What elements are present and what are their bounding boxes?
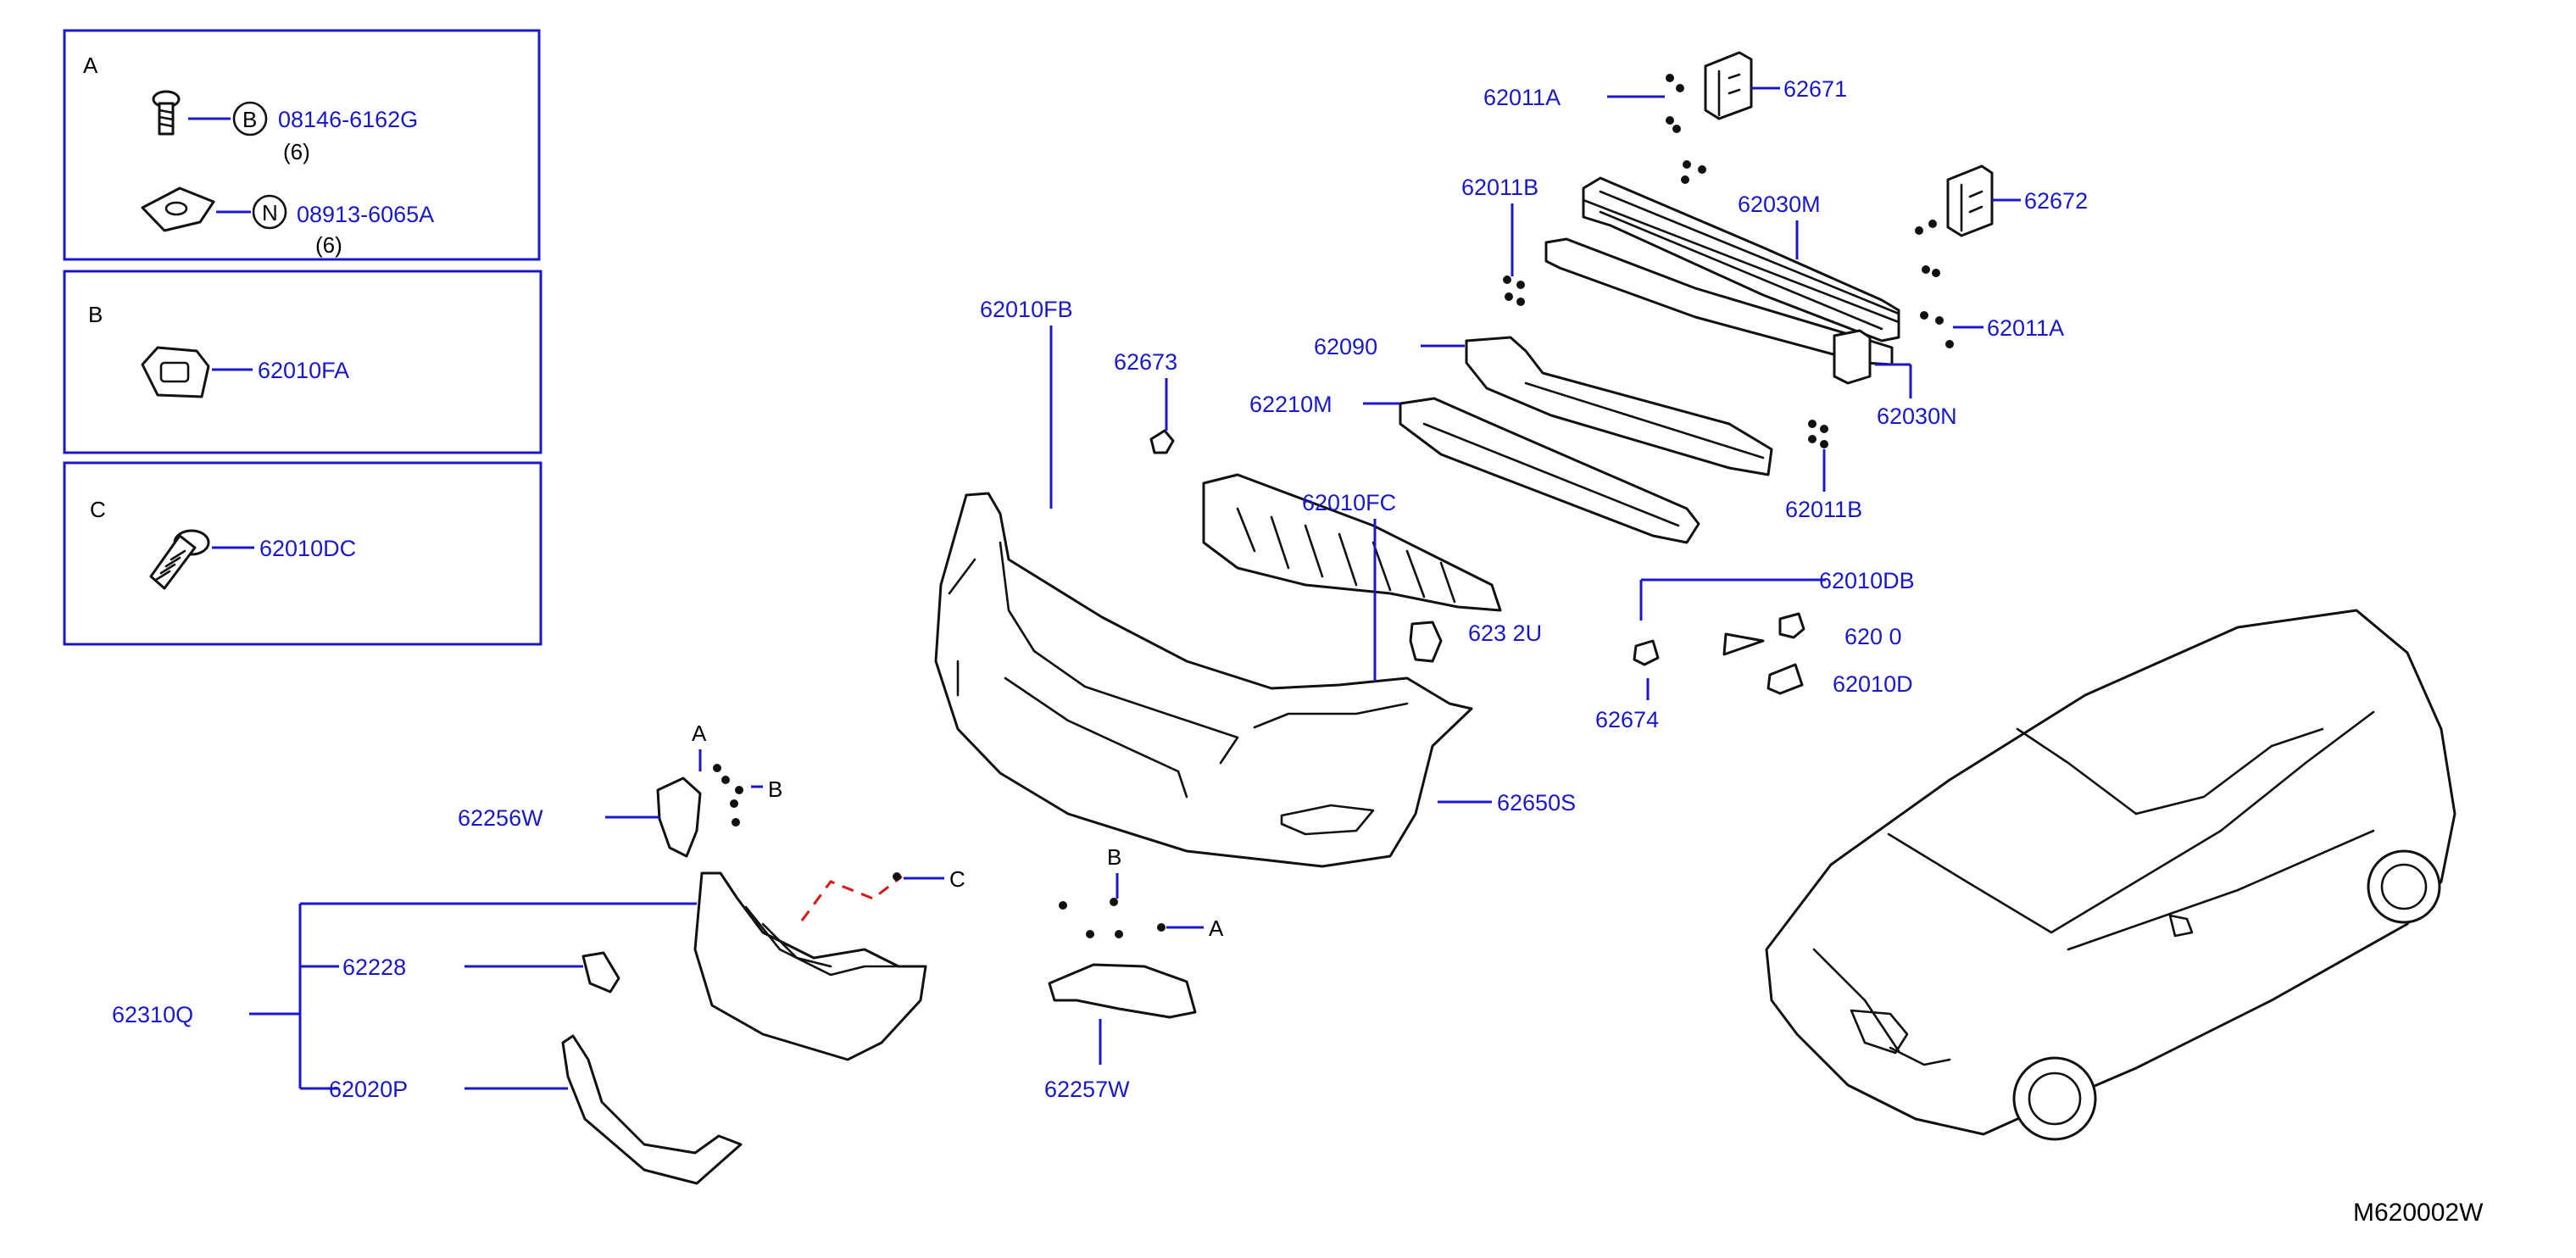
nut-circle-badge	[252, 194, 287, 230]
fasteners-lower	[713, 764, 1166, 938]
label-62674: 62674	[1595, 707, 1659, 732]
upper-grille-62010FC	[1202, 473, 1502, 612]
diagram-code: M620002W	[2353, 1199, 2484, 1227]
retainer-clip-icon	[141, 346, 210, 398]
front-grille-62310Q	[693, 871, 927, 1061]
label-62650S: 62650S	[1497, 790, 1576, 815]
label-62010DB: 62010DB	[1819, 568, 1915, 593]
bumper-fascia-62650S	[934, 492, 1473, 868]
screw-icon	[149, 529, 210, 590]
ref-letter-b2: B	[1107, 844, 1121, 870]
bracket-62256W	[656, 777, 702, 858]
reinforcement-assembly	[1399, 51, 1994, 544]
reference-letters: A B C B A	[692, 721, 1224, 941]
detail-box-a: A B 08146-6162G (6) N 08913-6065A (6)	[63, 29, 541, 261]
label-62020P: 62020P	[329, 1077, 408, 1102]
energy-absorber	[1465, 336, 1773, 476]
label-08913-6065A: 08913-6065A	[297, 202, 434, 227]
car-illustration	[1765, 609, 2456, 1141]
bracket-62671	[1704, 51, 1753, 120]
label-62257W: 62257W	[1044, 1077, 1130, 1102]
fasteners-upper	[1503, 74, 1954, 448]
clip-623-2U	[1409, 621, 1443, 663]
label-62011A-top: 62011A	[1483, 85, 1561, 110]
bolt-quantity: (6)	[283, 139, 310, 164]
label-62673: 62673	[1114, 349, 1177, 375]
label-08146-6162G: 08146-6162G	[278, 107, 418, 132]
label-62030N: 62030N	[1877, 404, 1957, 429]
detail-box-a-letter: A	[83, 53, 98, 78]
label-62011B-top: 62011B	[1461, 175, 1538, 200]
leader-lines	[249, 86, 2021, 1090]
bolt-icon	[152, 90, 181, 136]
bolt-circle-letter: B	[242, 107, 257, 132]
clip-nut-icon	[141, 186, 215, 232]
label-62210M: 62210M	[1249, 392, 1333, 417]
label-62256W: 62256W	[458, 805, 543, 831]
callout-labels: 62011A 62671 62011B 62030M 62672 62011A …	[112, 76, 2088, 1102]
label-62228: 62228	[342, 955, 406, 980]
label-62011B-bottom: 62011B	[1785, 497, 1862, 522]
ref-letter-a2: A	[1209, 916, 1224, 941]
emblem-cover-62228	[581, 951, 620, 994]
ref-letter-c1: C	[949, 866, 965, 892]
ref-letter-b1: B	[768, 777, 782, 802]
clip-62010D	[1766, 663, 1804, 695]
label-62671: 62671	[1783, 76, 1847, 102]
arrow-marker	[1722, 632, 1765, 656]
label-62310Q: 62310Q	[112, 1002, 193, 1027]
label-62010DC: 62010DC	[259, 536, 356, 561]
reinforcement-beam	[1582, 176, 1900, 342]
bracket-62672	[1946, 164, 1994, 237]
label-62011A-right: 62011A	[1987, 315, 2064, 341]
grille-molding-62020P	[561, 1034, 743, 1185]
clip-62674	[1633, 639, 1660, 666]
nut-circle-letter: N	[262, 200, 278, 225]
bolt-circle-badge	[232, 101, 268, 136]
detail-box-c: C 62010DC	[63, 461, 542, 646]
label-620-0: 620 0	[1844, 624, 1902, 649]
bracket-62030N	[1833, 329, 1872, 385]
label-62090: 62090	[1314, 334, 1377, 359]
label-62030M: 62030M	[1738, 192, 1821, 217]
clip-62673	[1149, 429, 1175, 454]
label-62010D: 62010D	[1833, 671, 1913, 697]
ref-letter-a1: A	[692, 721, 707, 746]
detail-box-b-letter: B	[88, 302, 103, 327]
label-62010FA: 62010FA	[258, 358, 349, 383]
red-reference-line	[800, 875, 903, 921]
label-62010FB: 62010FB	[980, 297, 1073, 322]
fog-cover-62257W	[1048, 963, 1197, 1019]
detail-box-c-letter: C	[90, 497, 106, 522]
nut-quantity: (6)	[315, 232, 342, 258]
label-62010FC: 62010FC	[1302, 490, 1396, 515]
foam-absorber	[1399, 397, 1700, 544]
label-623-2U: 623 2U	[1468, 621, 1542, 646]
label-62672: 62672	[2024, 188, 2088, 214]
detail-box-b: B 62010FA	[63, 270, 542, 454]
clip-620-0	[1778, 612, 1805, 639]
